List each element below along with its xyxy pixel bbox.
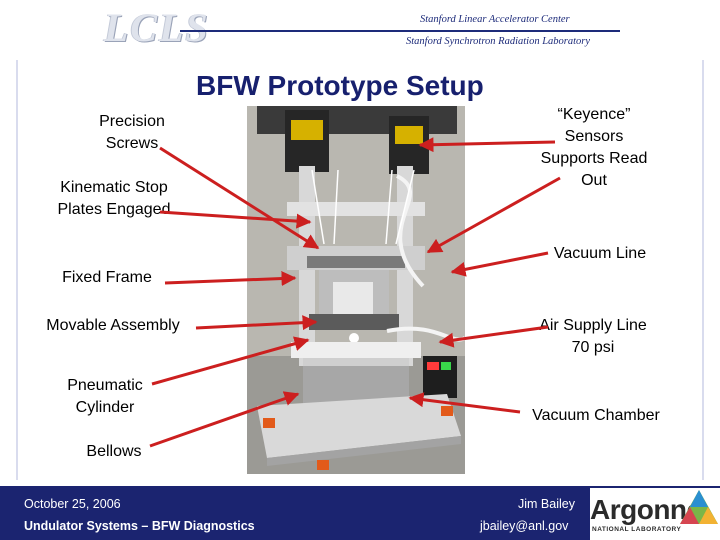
- label-air-supply-line: Air Supply Line 70 psi: [539, 317, 647, 356]
- label-vacuum-line: Vacuum Line: [553, 245, 647, 262]
- argonne-triangle-icon: [680, 490, 718, 524]
- header-institution-2: Stanford Synchrotron Radiation Laborator…: [406, 36, 591, 47]
- header-rule: [180, 30, 620, 32]
- header-banner: LCLS Stanford Linear Accelerator Center …: [0, 0, 720, 56]
- label-bellows: Bellows: [86, 443, 142, 460]
- label-movable-assembly: Movable Assembly: [46, 317, 180, 334]
- footer-program-title: Undulator Systems – BFW Diagnostics: [24, 519, 255, 533]
- argonne-logo-subtitle: NATIONAL LABORATORY: [592, 526, 682, 533]
- arrow-vacuum-line: [450, 251, 549, 277]
- label-fixed-frame: Fixed Frame: [62, 269, 152, 286]
- frame-border-right: [702, 60, 704, 480]
- label-keyence-sensors: “Keyence” Sensors Supports Read Out: [540, 106, 648, 189]
- header-institution-1: Stanford Linear Accelerator Center: [420, 14, 570, 25]
- label-kinematic-stop-plates: Kinematic Stop Plates Engaged: [57, 179, 171, 218]
- footer-date: October 25, 2006: [24, 497, 121, 511]
- label-precision-screws: Precision Screws: [99, 113, 165, 152]
- label-pneumatic-cylinder: Pneumatic Cylinder: [67, 377, 143, 416]
- label-vacuum-chamber: Vacuum Chamber: [532, 407, 660, 424]
- prototype-photo: [247, 106, 465, 474]
- argonne-logo: Argonne NATIONAL LABORATORY: [590, 488, 720, 540]
- lcls-logo: LCLS: [104, 5, 210, 50]
- footer-presenter-email[interactable]: jbailey@anl.gov: [480, 519, 569, 533]
- slide-title: BFW Prototype Setup: [196, 70, 484, 101]
- footer-presenter-name: Jim Bailey: [518, 497, 575, 511]
- frame-border-left: [16, 60, 18, 480]
